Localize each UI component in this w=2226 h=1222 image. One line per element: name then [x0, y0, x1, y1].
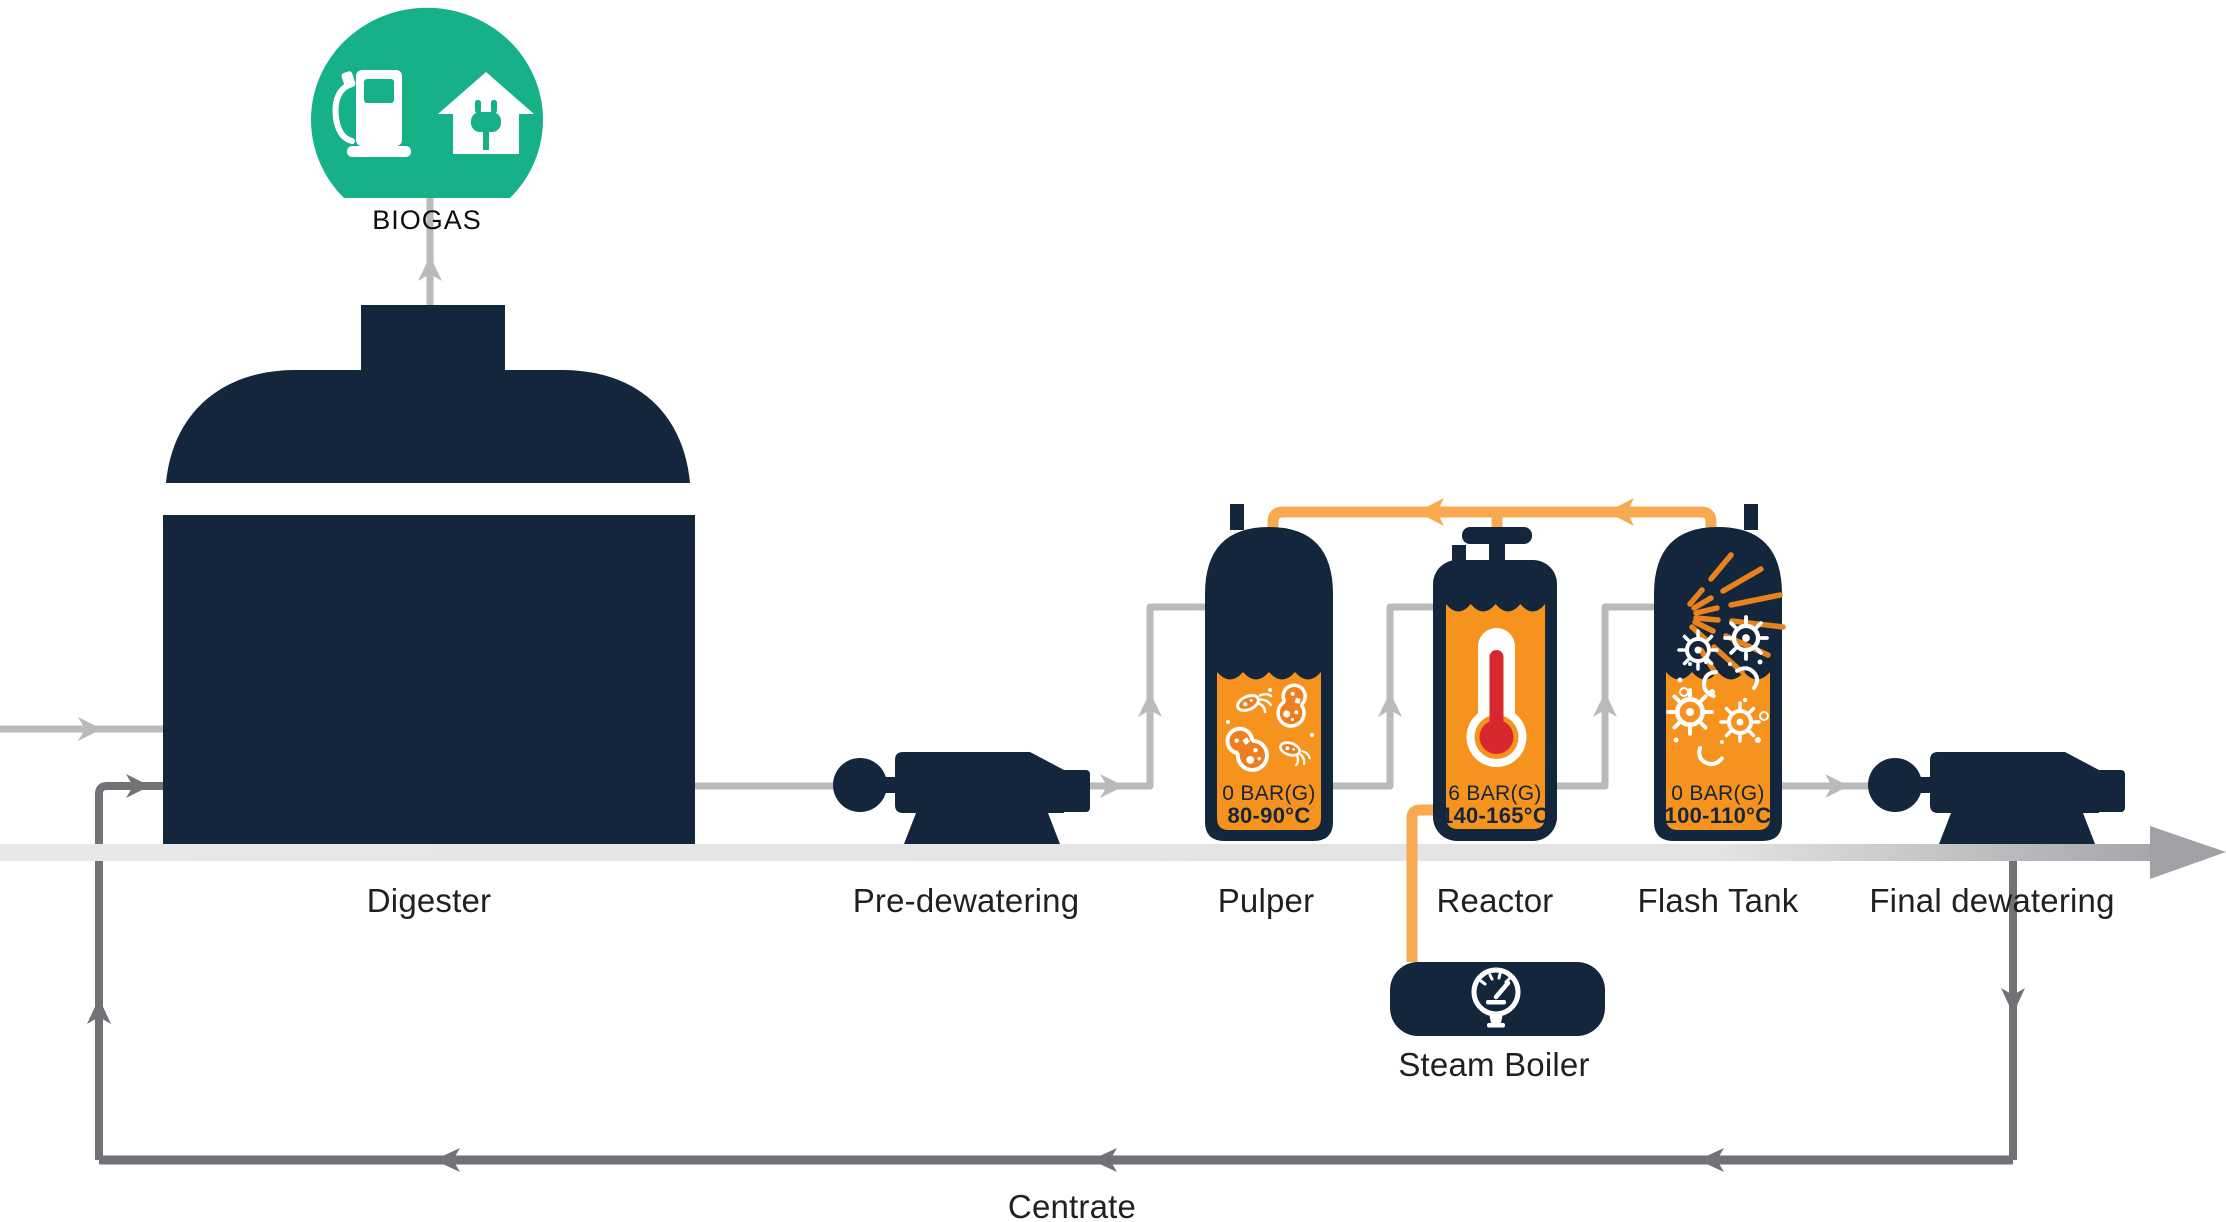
pulper-to-reactor-pipe — [1333, 603, 1437, 790]
centrate-arrows — [87, 774, 2025, 1172]
centrate-up-arrow-icon — [87, 998, 111, 1024]
digester-vessel — [163, 305, 695, 844]
pre-dewatering-unit — [833, 752, 1090, 844]
drain-down-arrow-icon — [2001, 988, 2025, 1014]
flash-tank-conditions: 0 BAR(G) 100-110°C — [1665, 783, 1772, 827]
pulper-nozzle — [1230, 504, 1244, 530]
flash-riser-arrow-icon — [1593, 692, 1617, 717]
steam-boiler-unit — [1390, 962, 1605, 1036]
centrate-label: Centrate — [1007, 1188, 1137, 1222]
arrows-light-gray — [78, 256, 1849, 798]
pulper-vessel — [1205, 504, 1333, 841]
reactor-conditions: 6 BAR(G) 140-165°C — [1441, 783, 1549, 827]
microbes-icon — [1219, 680, 1315, 778]
digester-dome — [166, 370, 690, 483]
centrate-to-digester-pipe — [95, 782, 163, 1160]
final-dewatering-unit — [1868, 752, 2125, 844]
biogas-arrow-icon — [418, 256, 442, 281]
reactor-temperature: 140-165°C — [1440, 803, 1550, 828]
steam-boiler-label: Steam Boiler — [1398, 1046, 1590, 1083]
burst-cells-icon — [1668, 617, 1768, 772]
centrate-left-arrow3-icon — [1698, 1148, 1724, 1172]
pulper-riser-arrow-icon — [1138, 692, 1162, 717]
final-dewatering-label: Final dewatering — [1869, 882, 2115, 919]
pulper-temperature: 80-90°C — [1227, 803, 1311, 828]
feed-arrow-icon — [78, 717, 102, 741]
digester-body — [163, 515, 695, 844]
pulper-feed-pipe — [1090, 603, 1205, 790]
reactor-riser-arrow-icon — [1378, 692, 1402, 717]
digester-label: Digester — [366, 882, 492, 919]
biogas-circle — [311, 7, 543, 199]
pulper-conditions: 0 BAR(G) 80-90°C — [1222, 783, 1315, 827]
pulper-label: Pulper — [1217, 882, 1315, 919]
flash-tank-nozzle — [1744, 504, 1758, 530]
vapour-arrow1-icon — [1417, 498, 1444, 526]
thermometer-icon — [1466, 628, 1527, 767]
flash-tank-label: Flash Tank — [1637, 882, 1799, 919]
flash-tank-pressure: 0 BAR(G) — [1671, 782, 1765, 805]
pulper-pressure: 0 BAR(G) — [1222, 782, 1316, 805]
fuel-pump-icon — [332, 70, 411, 157]
reactor-vessel — [1433, 527, 1557, 841]
biogas-label: BIOGAS — [372, 205, 482, 235]
final-feed-arrow-icon — [1825, 774, 1849, 798]
main-flow-arrow-icon — [2150, 826, 2226, 879]
centrate-left-arrow1-icon — [434, 1148, 460, 1172]
flash-tank-temperature: 100-110°C — [1664, 803, 1772, 828]
pulper-feed-arrow-icon — [1100, 774, 1124, 798]
reactor-pressure: 6 BAR(G) — [1448, 782, 1542, 805]
plug-icon — [471, 100, 501, 150]
house-power-icon — [438, 72, 534, 154]
reactor-label: Reactor — [1436, 882, 1554, 919]
digester-nozzle — [361, 305, 505, 372]
main-flow-band — [0, 826, 2226, 879]
pre-dewatering-label: Pre-dewatering — [852, 882, 1080, 919]
vapour-arrow2-icon — [1607, 498, 1634, 526]
flash-tank-vessel — [1654, 504, 1786, 841]
pressure-gauge-icon — [1471, 967, 1521, 1028]
valve-icon — [1452, 527, 1532, 564]
steam-supply-pipe — [1406, 804, 1433, 962]
centrate-left-arrow2-icon — [1091, 1148, 1117, 1172]
centrate-inlet-arrow-icon — [126, 774, 150, 798]
